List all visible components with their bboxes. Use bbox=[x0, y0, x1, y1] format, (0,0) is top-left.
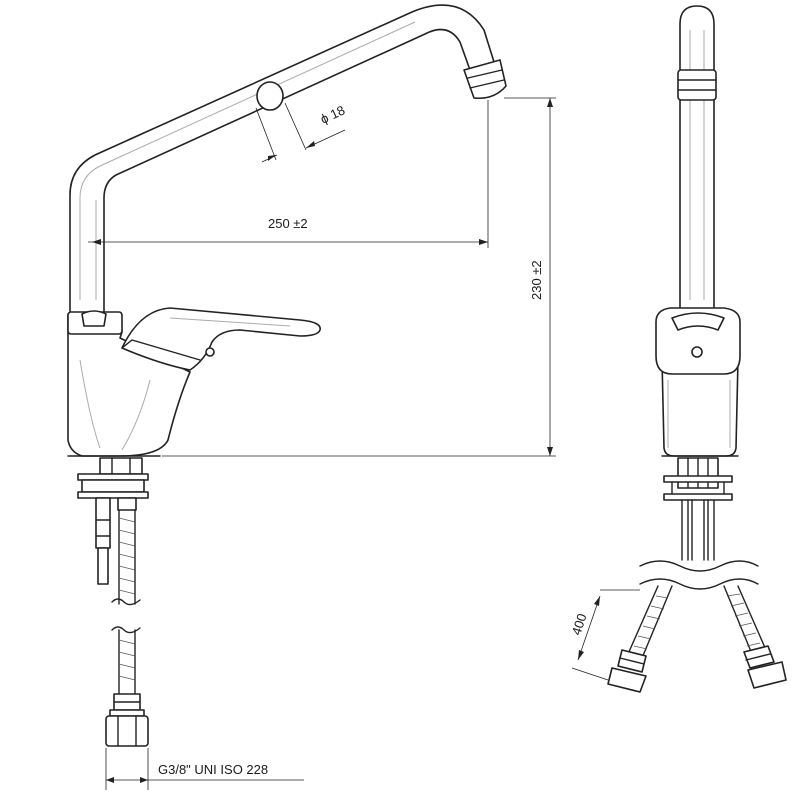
height-label: 230 ±2 bbox=[529, 260, 544, 300]
reach-dimension: 250 ±2 bbox=[88, 100, 489, 248]
pipe-diameter-label: ϕ 18 bbox=[318, 102, 347, 126]
front-mounting bbox=[77, 457, 149, 585]
height-dimension: 230 ±2 bbox=[162, 97, 556, 457]
side-mixer-body bbox=[655, 307, 741, 457]
lever-handle bbox=[121, 307, 321, 371]
front-view: ϕ 18 bbox=[67, 4, 556, 790]
side-view: 400 bbox=[569, 5, 787, 693]
side-mounting bbox=[639, 457, 759, 590]
side-spout-tube bbox=[677, 5, 717, 316]
hose-length-label: 400 bbox=[569, 612, 590, 637]
pipe-diameter-dimension: ϕ 18 bbox=[255, 102, 347, 163]
front-hose bbox=[105, 509, 149, 747]
connection-dimension: G3/8" UNI ISO 228 bbox=[105, 748, 304, 790]
side-hose-left bbox=[607, 585, 673, 693]
reach-label: 250 ±2 bbox=[268, 216, 308, 231]
mixer-body bbox=[67, 310, 191, 457]
side-hose-right bbox=[723, 585, 787, 689]
spout-tube bbox=[69, 4, 507, 319]
connection-label: G3/8" UNI ISO 228 bbox=[158, 762, 268, 777]
hose-length-dimension: 400 bbox=[569, 589, 640, 681]
